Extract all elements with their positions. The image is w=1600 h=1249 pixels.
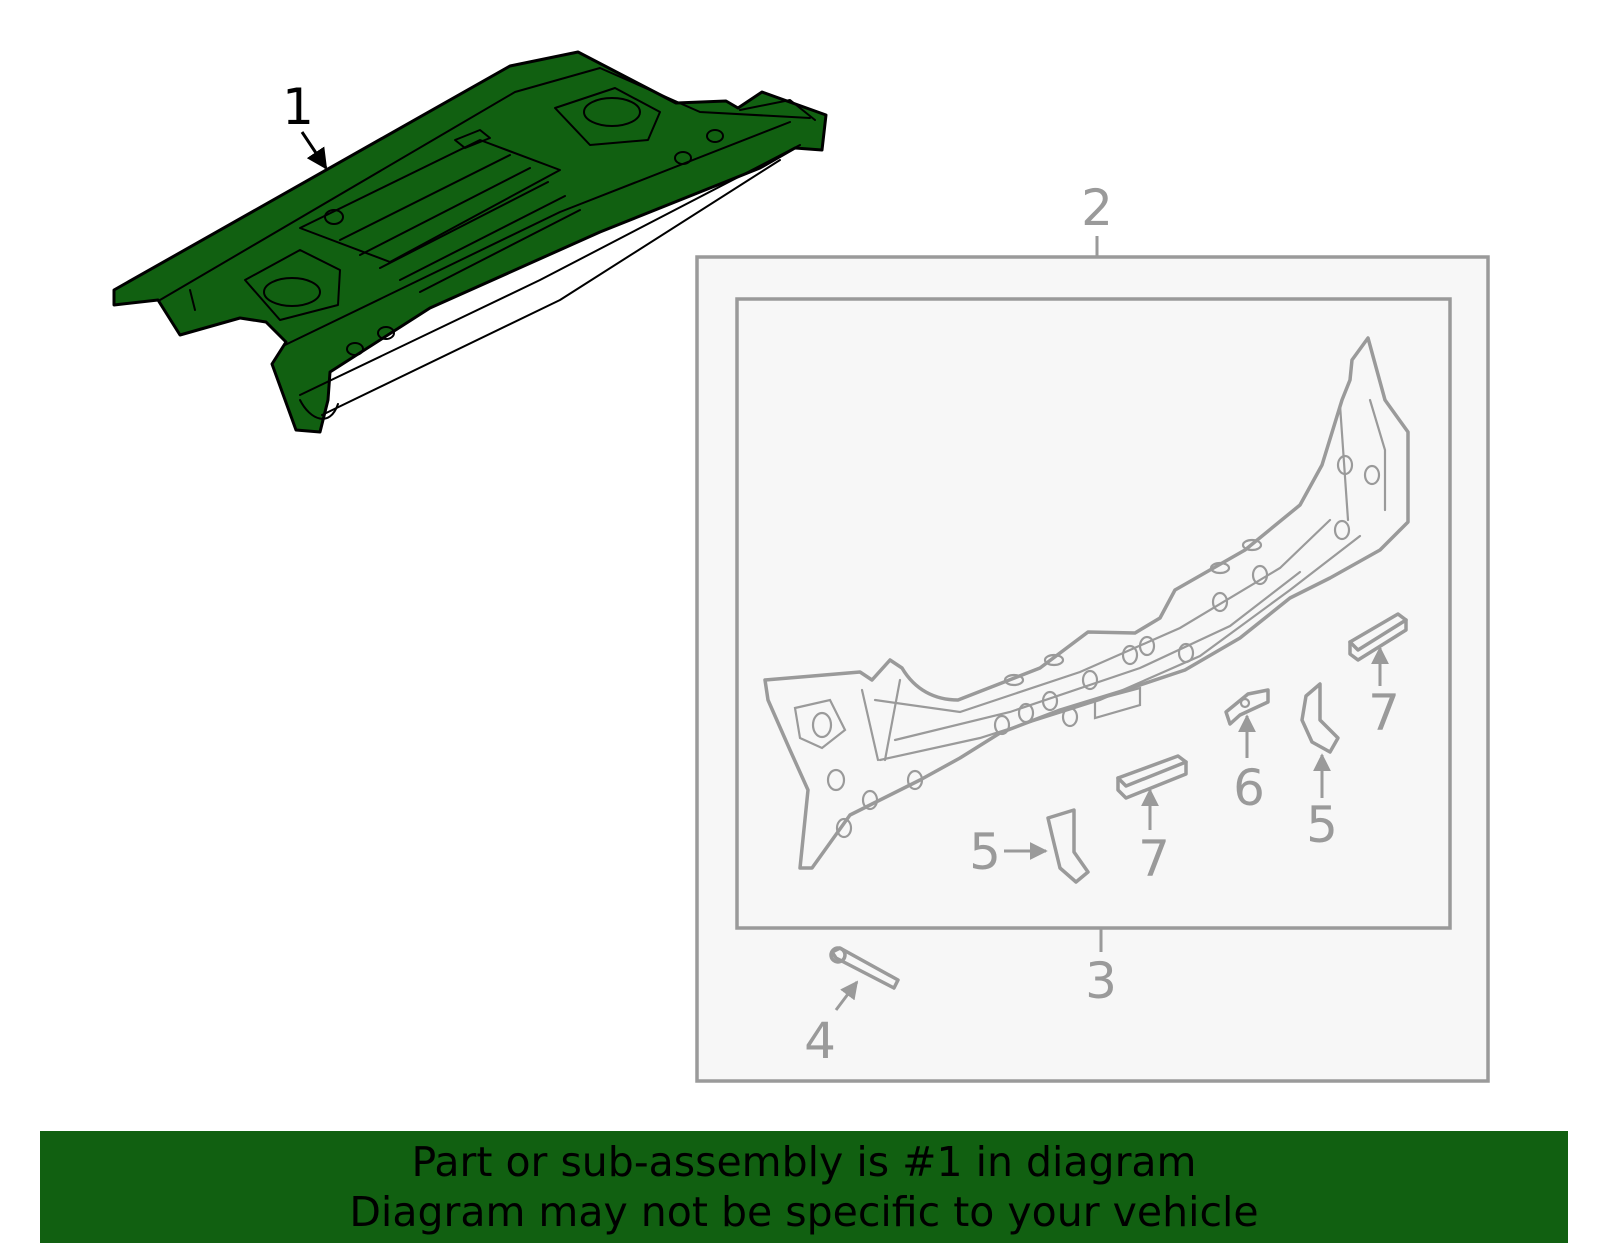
banner-line-2: Diagram may not be specific to your vehi… <box>349 1188 1259 1236</box>
callout-7b-label: 7 <box>1368 684 1400 742</box>
callout-6-label: 6 <box>1233 759 1265 817</box>
banner-line-1: Part or sub-assembly is #1 in diagram <box>411 1138 1197 1186</box>
callout-5b-label: 5 <box>1306 796 1338 854</box>
part-1-stamping-details <box>159 67 816 420</box>
callout-1-leader <box>300 131 328 170</box>
callout-4-leader <box>834 980 859 1011</box>
callout-3-label: 3 <box>1085 952 1117 1010</box>
callout-4-label: 4 <box>804 1012 836 1070</box>
info-banner: Part or sub-assembly is #1 in diagram Di… <box>40 1131 1568 1243</box>
part-6-clip <box>1224 688 1270 726</box>
part-1-body <box>112 50 828 434</box>
rear-body-panel <box>763 336 1410 870</box>
part-4-bolt <box>829 946 900 990</box>
part-7-reinforcement-right <box>1348 612 1408 662</box>
part-5-bracket-left <box>1046 808 1090 884</box>
part-7-reinforcement-left <box>1116 754 1188 800</box>
callout-1-label: 1 <box>282 78 314 136</box>
part-5-bracket-right <box>1300 682 1340 754</box>
callout-2-label: 2 <box>1081 179 1113 237</box>
callout-5a-label: 5 <box>969 823 1001 881</box>
part-1-rear-floor-panel[interactable] <box>112 50 828 434</box>
assembly-3-box <box>735 297 1452 930</box>
callout-7a-label: 7 <box>1138 830 1170 888</box>
